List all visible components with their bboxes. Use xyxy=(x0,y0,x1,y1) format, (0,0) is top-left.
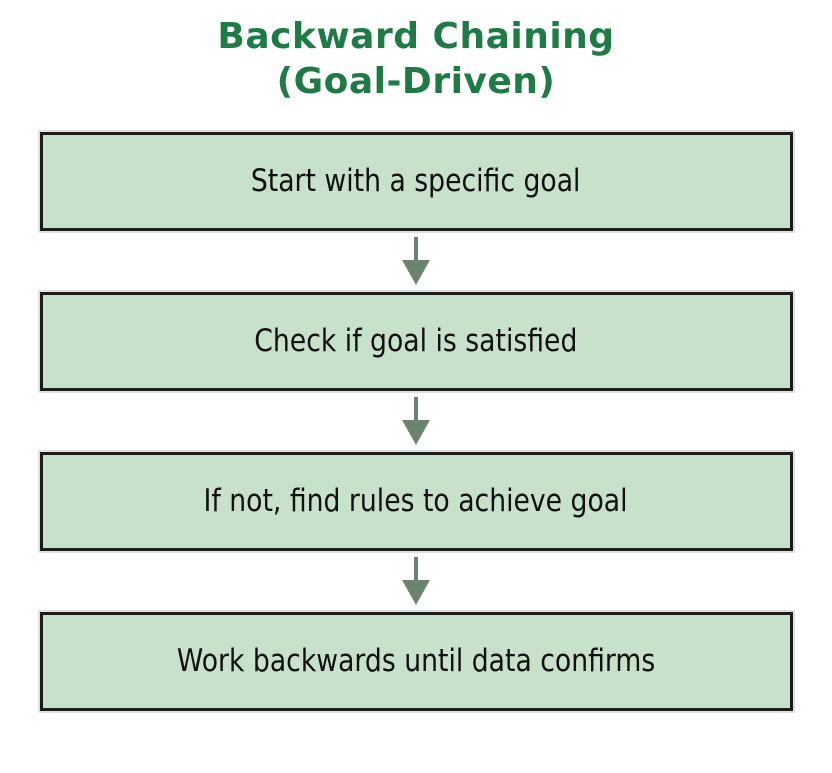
down-arrow-icon xyxy=(402,551,430,612)
flow-step-4-label: Work backwards until data confirms xyxy=(176,643,656,680)
down-arrow-icon xyxy=(402,391,430,452)
down-arrow-stem xyxy=(414,397,418,421)
flow-step-2: Check if goal is satisfied xyxy=(39,291,793,391)
down-arrow-head xyxy=(402,420,430,446)
down-arrow-stem xyxy=(414,237,418,261)
down-arrow-icon xyxy=(402,231,430,292)
down-arrow-stem xyxy=(414,557,418,581)
down-arrow-head xyxy=(402,260,430,286)
flow-step-3: If not, find rules to achieve goal xyxy=(39,451,793,551)
flow-step-3-label: If not, find rules to achieve goal xyxy=(203,483,629,520)
flow-step-1-label: Start with a specific goal xyxy=(251,163,581,200)
down-arrow-head xyxy=(402,580,430,606)
flow-column: Start with a specific goal Check if goal… xyxy=(0,131,832,711)
flow-step-4: Work backwards until data confirms xyxy=(39,611,793,711)
diagram-title-line2: (Goal-Driven) xyxy=(276,61,556,103)
diagram-title: Backward Chaining (Goal-Driven) xyxy=(0,0,832,105)
diagram-title-line1: Backward Chaining xyxy=(217,16,615,57)
flow-step-1: Start with a specific goal xyxy=(39,131,793,231)
flow-step-2-label: Check if goal is satisfied xyxy=(254,323,578,360)
